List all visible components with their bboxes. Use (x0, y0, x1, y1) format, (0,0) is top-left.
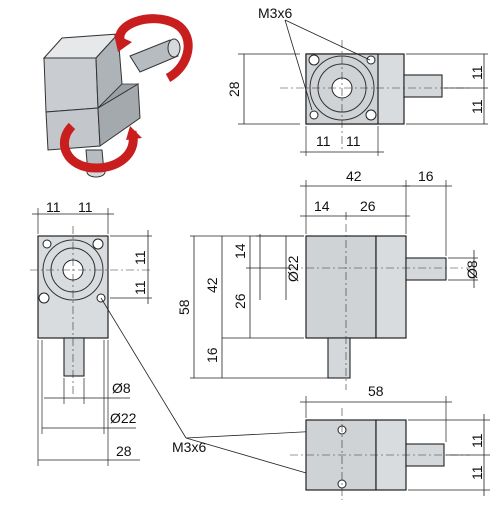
side-view (222, 180, 478, 390)
isometric-gearbox-view (42, 14, 193, 178)
dim-label-left-16: 16 (204, 347, 220, 363)
bottom-view (290, 396, 490, 500)
dim-label-tr-h11a: 11 (316, 133, 331, 149)
dim-label-front-v11a: 11 (132, 250, 148, 265)
dim-label-left-42: 42 (204, 277, 220, 293)
vertical-dimensions (190, 235, 330, 379)
dim-label-tr-28: 28 (226, 81, 242, 97)
dim-label-left-26: 26 (232, 293, 248, 309)
dim-label-front-11a: 11 (46, 199, 61, 215)
dim-label-side-42: 42 (346, 168, 362, 184)
dim-label-side-dia22: Ø22 (285, 255, 301, 282)
dim-label-tr-v11b: 11 (469, 99, 485, 114)
dim-label-bottom-v11b: 11 (469, 465, 485, 480)
dim-label-side-26: 26 (360, 198, 376, 214)
dim-label-left-14: 14 (232, 243, 248, 259)
dim-label-side-dia8: Ø8 (464, 260, 480, 279)
dim-label-front-dia22: Ø22 (110, 410, 137, 426)
dim-label-front-28: 28 (116, 443, 132, 459)
m3x6-label-bottom: M3x6 (172, 439, 206, 455)
dim-label-tr-v11a: 11 (469, 65, 485, 80)
dim-label-front-dia8: Ø8 (112, 380, 131, 396)
dim-label-bottom-v11a: 11 (469, 433, 485, 448)
front-view (30, 208, 345, 485)
dim-label-left-58: 58 (176, 299, 192, 315)
dim-label-side-14: 14 (314, 198, 330, 214)
dim-label-tr-h11b: 11 (346, 133, 361, 149)
dim-label-front-11b: 11 (78, 199, 93, 215)
dim-label-side-16: 16 (418, 168, 434, 184)
dim-label-front-v11b: 11 (132, 280, 148, 295)
dim-label-bottom-58: 58 (368, 383, 384, 399)
top-right-view (238, 19, 488, 156)
m3x6-label-top: M3x6 (258, 5, 292, 21)
